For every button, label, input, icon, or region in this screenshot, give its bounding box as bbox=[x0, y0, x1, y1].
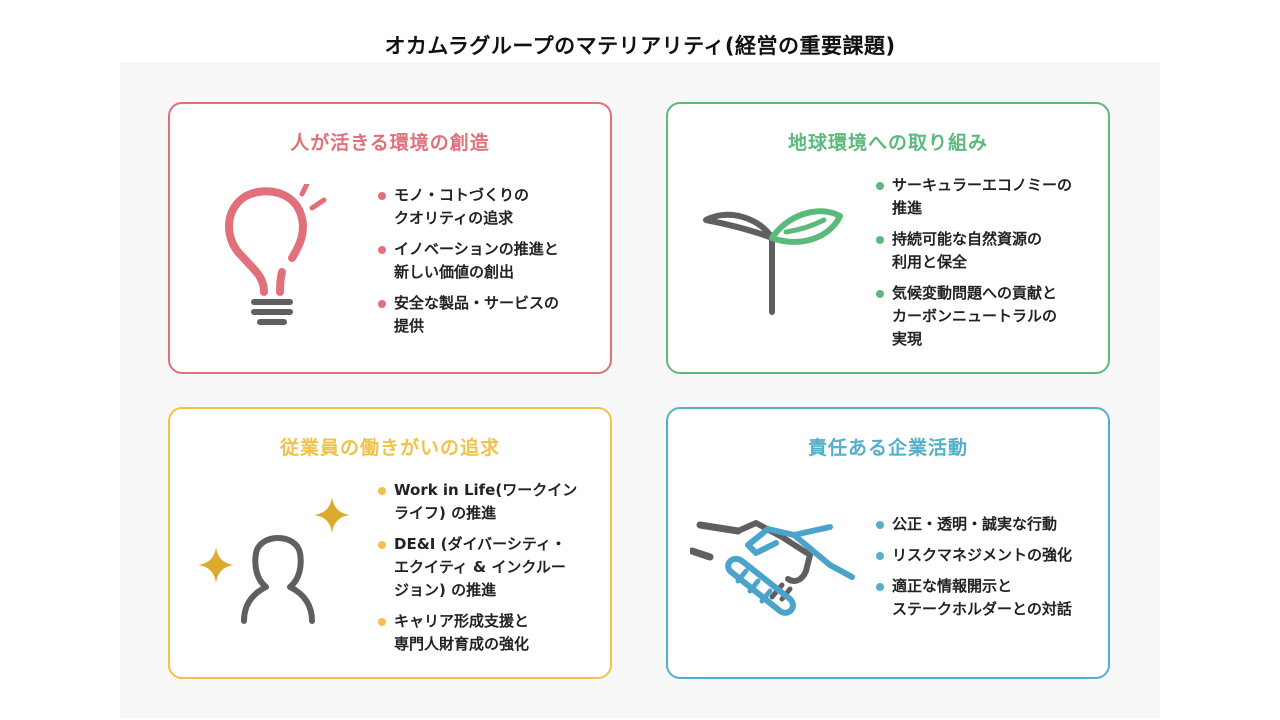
card-list: サーキュラーエコノミーの 推進 持続可能な自然資源の 利用と保全 気候変動問題へ… bbox=[876, 174, 1072, 359]
list-item-text: キャリア形成支援と 専門人財育成の強化 bbox=[394, 612, 530, 653]
card-employees: 従業員の働きがいの追求 Work in Life(ワークイン ライフ) の推進 … bbox=[168, 407, 612, 679]
list-item: 安全な製品・サービスの 提供 bbox=[378, 292, 559, 338]
person-sparkle-icon bbox=[198, 497, 350, 624]
list-item: 気候変動問題への貢献と カーボンニュートラルの 実現 bbox=[876, 282, 1072, 351]
list-item: 持続可能な自然資源の 利用と保全 bbox=[876, 228, 1072, 274]
sprout-icon bbox=[703, 208, 843, 315]
list-item: リスクマネジメントの強化 bbox=[876, 544, 1072, 567]
list-item: Work in Life(ワークイン ライフ) の推進 bbox=[378, 479, 577, 525]
card-governance: 責任ある企業活動 公正・透明・誠実な行動 リスクマネジメントの強化 適正な情報開… bbox=[666, 407, 1110, 679]
card-people: 人が活きる環境の創造 モノ・コトづくりの クオリティの追求 イノベーションの推進… bbox=[168, 102, 612, 374]
list-item-text: Work in Life(ワークイン ライフ) の推進 bbox=[394, 481, 578, 522]
lightbulb-icon bbox=[224, 184, 327, 325]
card-list: モノ・コトづくりの クオリティの追求 イノベーションの推進と 新しい価値の創出 … bbox=[378, 184, 559, 346]
page-title: オカムラグループのマテリアリティ(経営の重要課題) bbox=[384, 34, 896, 58]
list-item-text: 適正な情報開示と ステークホルダーとの対話 bbox=[892, 577, 1072, 618]
list-item-text: 気候変動問題への貢献と カーボンニュートラルの 実現 bbox=[892, 284, 1058, 348]
card-title: 地球環境への取り組み bbox=[787, 132, 988, 154]
list-item: モノ・コトづくりの クオリティの追求 bbox=[378, 184, 559, 230]
card-list: 公正・透明・誠実な行動 リスクマネジメントの強化 適正な情報開示と ステークホル… bbox=[876, 513, 1072, 629]
list-item-text: DE&I (ダイバーシティ・ エクイティ & インクルー ジョン) の推進 bbox=[394, 535, 566, 599]
list-item: 適正な情報開示と ステークホルダーとの対話 bbox=[876, 575, 1072, 621]
list-item-text: 安全な製品・サービスの 提供 bbox=[394, 294, 560, 335]
list-item: イノベーションの推進と 新しい価値の創出 bbox=[378, 238, 559, 284]
list-item-text: 持続可能な自然資源の 利用と保全 bbox=[892, 230, 1043, 271]
list-item-text: モノ・コトづくりの クオリティの追求 bbox=[394, 186, 530, 227]
card-environment: 地球環境への取り組み サーキュラーエコノミーの 推進 持続可能な自然資源の 利用… bbox=[666, 102, 1110, 374]
list-item: 公正・透明・誠実な行動 bbox=[876, 513, 1072, 536]
list-item: DE&I (ダイバーシティ・ エクイティ & インクルー ジョン) の推進 bbox=[378, 533, 577, 602]
card-list: Work in Life(ワークイン ライフ) の推進 DE&I (ダイバーシテ… bbox=[378, 479, 577, 664]
list-item-text: 公正・透明・誠実な行動 bbox=[892, 515, 1058, 533]
list-item-text: リスクマネジメントの強化 bbox=[892, 546, 1073, 564]
list-item-text: サーキュラーエコノミーの 推進 bbox=[892, 176, 1073, 217]
list-item-text: イノベーションの推進と 新しい価値の創出 bbox=[394, 240, 559, 281]
card-title: 従業員の働きがいの追求 bbox=[279, 437, 500, 459]
list-item: サーキュラーエコノミーの 推進 bbox=[876, 174, 1072, 220]
card-title: 人が活きる環境の創造 bbox=[290, 132, 490, 154]
handshake-icon bbox=[690, 520, 855, 616]
card-title: 責任ある企業活動 bbox=[807, 437, 968, 459]
list-item: キャリア形成支援と 専門人財育成の強化 bbox=[378, 610, 577, 656]
